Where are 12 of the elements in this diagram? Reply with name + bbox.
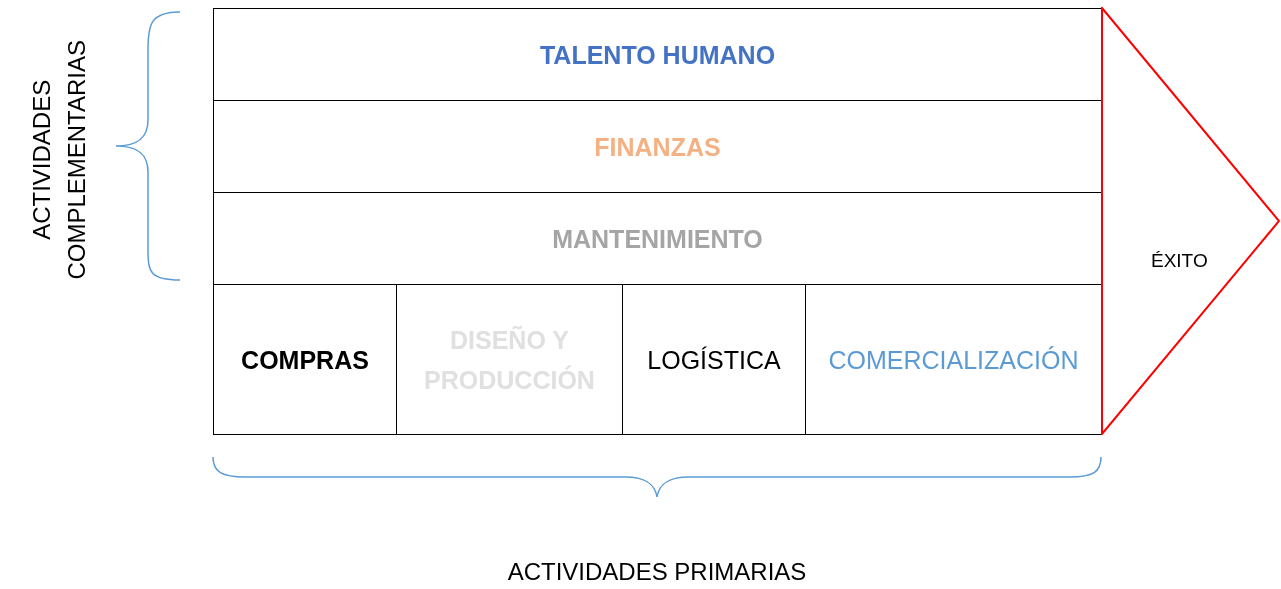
activity-label: MANTENIMIENTO xyxy=(552,223,763,255)
activity-label: COMERCIALIZACIÓN xyxy=(828,344,1079,376)
activity-label: LOGÍSTICA xyxy=(647,344,781,376)
activity-label: ÉXITO xyxy=(1151,248,1208,273)
axis-caption: ACTIVIDADES COMPLEMENTARIAS xyxy=(27,39,91,282)
activity-bar xyxy=(213,8,1102,101)
activity-box xyxy=(213,284,397,435)
axis-caption: ACTIVIDADES PRIMARIAS xyxy=(506,558,808,586)
activity-label: FINANZAS xyxy=(594,131,721,163)
activity-label: TALENTO HUMANO xyxy=(539,39,776,71)
arrow-shape xyxy=(1101,7,1280,435)
activity-label: COMPRAS xyxy=(241,344,369,376)
